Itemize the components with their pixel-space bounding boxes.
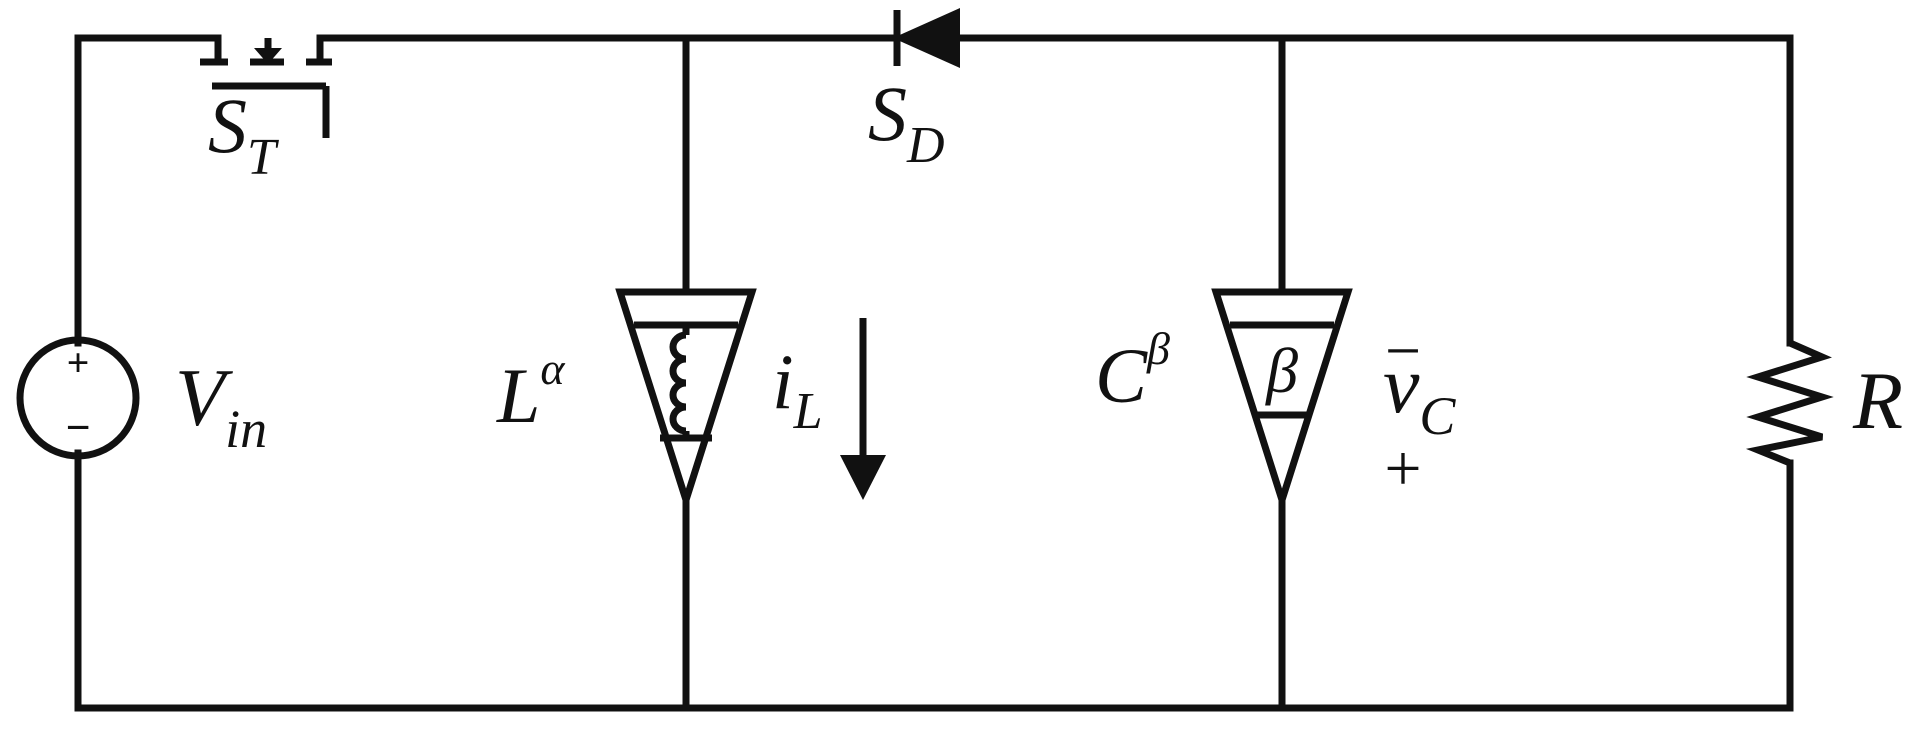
capacitor-triangle: [1211, 288, 1353, 512]
source-label-main: V: [175, 352, 233, 443]
voltage-source-circle: [16, 336, 140, 460]
capacitor-inner-order: β: [1264, 335, 1298, 406]
mosfet-switch: [200, 38, 332, 138]
voltage-source: + −: [16, 336, 140, 460]
diode-label-main: S: [868, 70, 907, 157]
wires: [74, 34, 1794, 712]
source-plus-sign: +: [67, 340, 90, 385]
current-label-main: i: [772, 338, 794, 425]
diode-label-sub: D: [906, 117, 945, 174]
inductor-label-sup: α: [540, 343, 565, 394]
capacitor-label: Cβ: [1095, 323, 1170, 419]
diode-triangle-icon: [893, 8, 960, 68]
source-label-sub: in: [225, 399, 267, 459]
fractional-capacitor: β: [1211, 288, 1353, 512]
fractional-inductor: [615, 288, 757, 512]
inductor-triangle: [615, 288, 757, 512]
current-arrow-head-icon: [840, 455, 886, 500]
capacitor-label-sup: β: [1146, 323, 1170, 374]
voltage-label-main: v: [1383, 339, 1420, 430]
voltage-minus-sign: −: [1385, 315, 1421, 386]
source-minus-sign: −: [65, 403, 90, 452]
resistor-icon: [1745, 339, 1834, 467]
mosfet-arrow-icon: [254, 48, 282, 64]
resistor-label: R: [1852, 355, 1903, 446]
voltage-label: vC: [1383, 339, 1456, 446]
inductor-label-main: L: [496, 352, 540, 439]
current-arrow: [840, 318, 886, 500]
diode-label: SD: [868, 70, 945, 174]
capacitor-label-main: C: [1095, 332, 1148, 419]
inductor-coil-icon: [669, 331, 687, 435]
switch-label-main: S: [208, 82, 247, 169]
voltage-plus-sign: +: [1384, 432, 1421, 505]
current-label-sub: L: [793, 383, 823, 440]
diode: [893, 8, 960, 68]
source-label: Vin: [175, 352, 267, 459]
current-label: iL: [772, 338, 823, 440]
inductor-label: Lα: [496, 343, 565, 439]
switch-label: ST: [208, 82, 279, 186]
voltage-label-sub: C: [1419, 386, 1456, 446]
switch-label-sub: T: [247, 129, 279, 186]
